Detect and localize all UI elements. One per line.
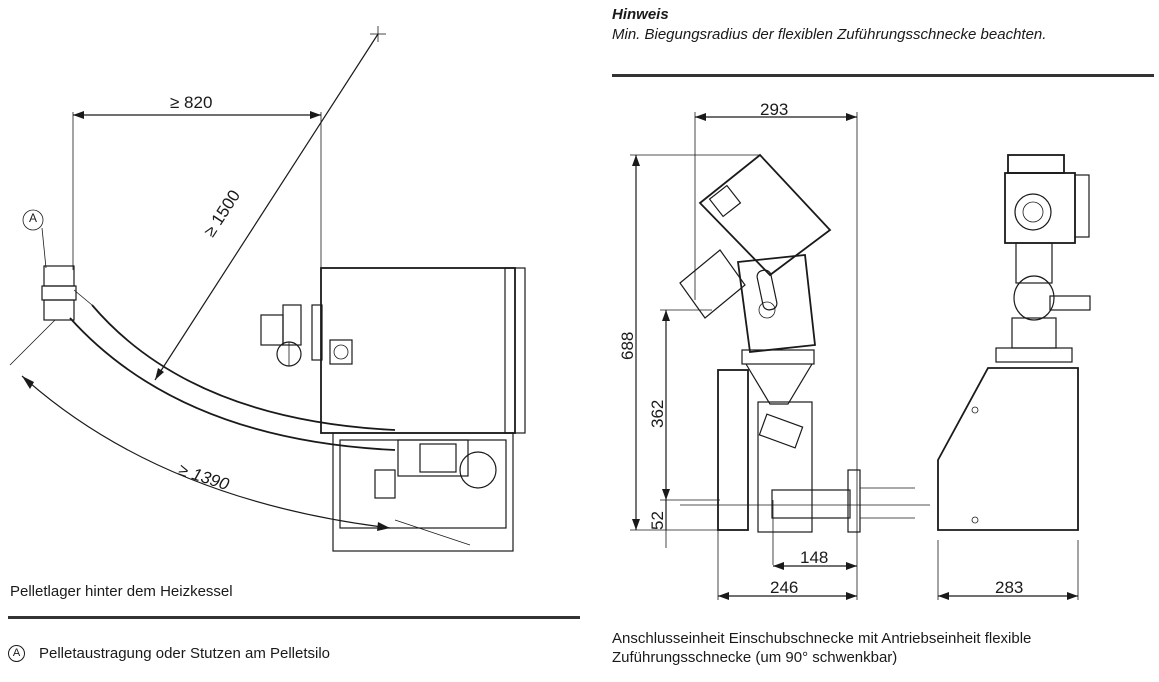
dim-688: 688 bbox=[618, 331, 637, 360]
dim-362: 362 bbox=[648, 399, 667, 428]
left-caption: Pelletlager hinter dem Heizkessel bbox=[10, 583, 233, 600]
dim-148: 148 bbox=[800, 548, 829, 567]
dim-52: 52 bbox=[648, 511, 667, 530]
dim-246: 246 bbox=[770, 578, 799, 597]
right-caption: Anschlusseinheit Einschubschnecke mit An… bbox=[612, 630, 1032, 666]
dim-820: ≥ 820 bbox=[170, 93, 213, 112]
legend-item-a: A Pelletaustragung oder Stutzen am Pelle… bbox=[8, 644, 330, 663]
hinweis-text: Min. Biegungsradius der flexiblen Zuführ… bbox=[612, 26, 1047, 43]
dim-283: 283 bbox=[995, 578, 1024, 597]
marker-a-label: A bbox=[28, 211, 37, 225]
hinweis-divider bbox=[612, 74, 1154, 77]
hinweis-title: Hinweis bbox=[612, 6, 669, 23]
legend-marker-a: A bbox=[8, 645, 25, 662]
left-divider bbox=[8, 616, 580, 619]
dim-293: 293 bbox=[760, 100, 789, 119]
legend-text-a: Pelletaustragung oder Stutzen am Pellets… bbox=[39, 645, 331, 662]
